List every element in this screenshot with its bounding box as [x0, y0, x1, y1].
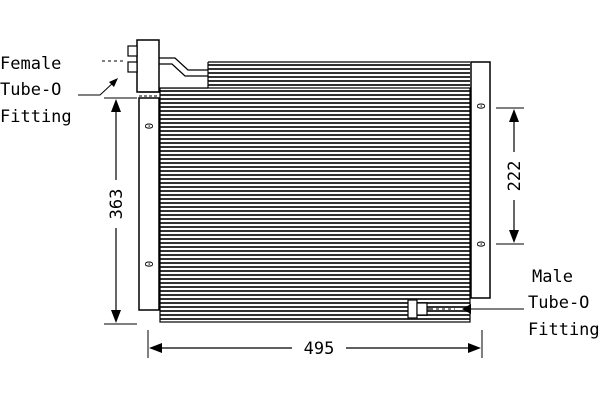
fin-stripe: [160, 310, 470, 312]
fin-stripe: [160, 238, 470, 240]
female-label-line1: Female: [0, 54, 61, 74]
height-value: 363: [107, 189, 127, 220]
fin-stripe: [160, 306, 470, 308]
fin-stripe: [160, 302, 470, 304]
fin-stripe: [160, 94, 470, 96]
fin-stripe: [160, 130, 470, 132]
height-dimension: [104, 97, 137, 325]
fin-stripe: [160, 218, 470, 220]
fin-stripe: [160, 282, 470, 284]
fin-stripe: [160, 190, 470, 192]
fin-stripe: [208, 72, 470, 74]
fin-stripe: [160, 138, 470, 140]
fin-stripe: [160, 102, 470, 104]
fin-stripe: [160, 242, 470, 244]
fin-stripe: [160, 178, 470, 180]
fin-stripe: [160, 134, 470, 136]
female-leader-arrowhead: [109, 78, 118, 87]
female-label-line3: Fitting: [0, 107, 72, 127]
fin-stripe: [160, 314, 470, 316]
male-label-line3: Fitting: [528, 320, 600, 340]
fin-stripe: [160, 194, 470, 196]
fin-stripe: [160, 254, 470, 256]
fin-stripe: [160, 226, 470, 228]
left-upper-marker: 0: [142, 123, 155, 130]
width-value: 495: [304, 339, 335, 359]
fin-stripe: [160, 106, 470, 108]
fin-stripe: [208, 84, 470, 86]
fin-stripe: [160, 142, 470, 144]
fin-stripe: [160, 278, 470, 280]
fin-stripe: [160, 210, 470, 212]
fin-stripe: [160, 298, 470, 300]
right-upper-marker: 0: [474, 103, 487, 110]
fin-stripe: [160, 286, 470, 288]
fin-stripe: [160, 258, 470, 260]
fin-stripe: [160, 126, 470, 128]
female-fitting: [127, 39, 208, 97]
fin-stripe: [160, 222, 470, 224]
fin-stripe: [160, 186, 470, 188]
fin-stripe: [160, 114, 470, 116]
fin-stripe: [160, 274, 470, 276]
fin-stripe: [160, 146, 470, 148]
female-leader: [78, 81, 115, 96]
fin-stripe: [160, 214, 470, 216]
fin-stripe: [160, 198, 470, 200]
fin-stripe: [160, 290, 470, 292]
fin-stripe: [160, 182, 470, 184]
fin-stripe: [160, 174, 470, 176]
fin-stripe: [160, 98, 470, 100]
core-outline: [159, 87, 471, 323]
fin-stripe: [160, 202, 470, 204]
female-label-line2: Tube-O: [0, 80, 61, 100]
fin-stripe: [160, 294, 470, 296]
fin-stripe: [160, 230, 470, 232]
fin-stripe: [160, 262, 470, 264]
port-spacing-value: 222: [505, 161, 525, 192]
fin-stripe: [160, 150, 470, 152]
fin-stripe: [208, 76, 470, 78]
fin-stripe: [160, 266, 470, 268]
fin-stripe: [160, 170, 470, 172]
fin-stripe: [160, 206, 470, 208]
fin-stripe: [160, 234, 470, 236]
male-label-line2: Tube-O: [528, 293, 589, 313]
fin-stripe: [160, 166, 470, 168]
fin-stripe: [160, 158, 470, 160]
fin-stripe: [160, 122, 470, 124]
port-spacing-dimension: [496, 107, 524, 245]
fin-stripe: [160, 270, 470, 272]
fin-stripe: [208, 80, 470, 82]
left-header-tank: [138, 97, 160, 311]
fin-stripe: [160, 250, 470, 252]
fin-stripe: [160, 318, 470, 320]
fin-stripe: [160, 162, 470, 164]
fin-stripe: [208, 64, 470, 66]
fin-stripe: [208, 68, 470, 70]
fin-stripe: [160, 90, 470, 92]
left-lower-marker: 0: [142, 261, 155, 268]
width-dimension: [147, 330, 483, 358]
fin-stripe: [160, 246, 470, 248]
right-lower-marker: 0: [474, 241, 487, 248]
fin-stripe: [160, 110, 470, 112]
condenser-core: [160, 64, 470, 320]
fin-stripe: [160, 118, 470, 120]
male-fitting: [407, 299, 433, 319]
male-leader-arrowhead: [462, 304, 471, 314]
male-label-line1: Male: [532, 267, 573, 287]
fin-stripe: [160, 154, 470, 156]
right-header-tank: [470, 61, 491, 299]
